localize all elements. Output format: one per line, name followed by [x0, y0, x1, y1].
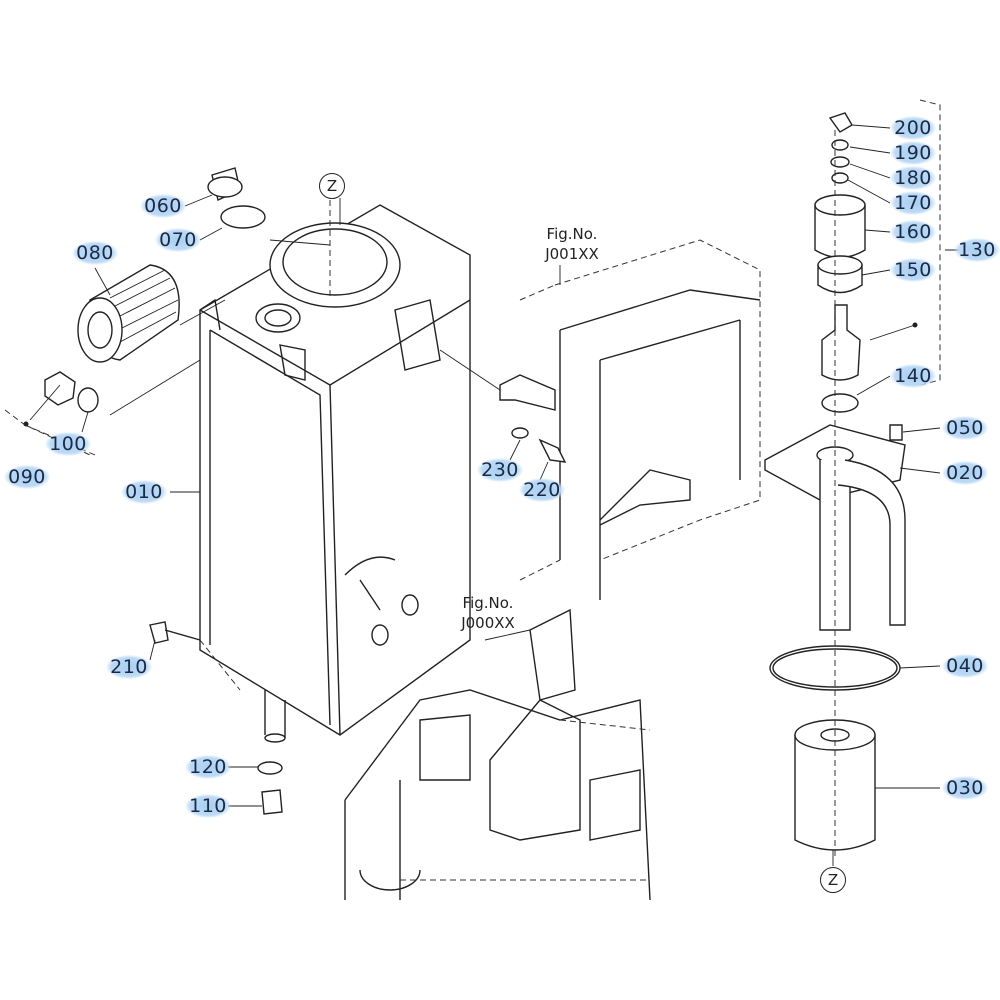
- callout-110[interactable]: 110: [185, 794, 231, 818]
- callout-030[interactable]: 030: [942, 776, 988, 800]
- callout-150[interactable]: 150: [890, 258, 936, 282]
- callout-160[interactable]: 160: [890, 220, 936, 244]
- fuel-tank: [199, 200, 471, 743]
- figure-ref-number: J001XX: [545, 245, 599, 263]
- callout-230[interactable]: 230: [477, 458, 523, 482]
- callout-060[interactable]: 060: [140, 194, 186, 218]
- callout-070[interactable]: 070: [155, 228, 201, 252]
- callout-080[interactable]: 080: [72, 241, 118, 265]
- callout-120[interactable]: 120: [185, 755, 231, 779]
- callout-010[interactable]: 010: [121, 480, 167, 504]
- callout-200[interactable]: 200: [890, 116, 936, 140]
- view-marker-z-top: Z: [319, 173, 345, 199]
- callout-100[interactable]: 100: [45, 432, 91, 456]
- figure-ref-label: Fig.No.: [462, 594, 514, 612]
- callout-130[interactable]: 130: [954, 238, 1000, 262]
- frame-j000xx: [344, 608, 651, 901]
- callout-040[interactable]: 040: [942, 654, 988, 678]
- view-marker-z-bottom: Z: [820, 867, 846, 893]
- callout-220[interactable]: 220: [519, 478, 565, 502]
- figure-ref-j000xx[interactable]: Fig.No. J000XX: [461, 593, 515, 633]
- callout-140[interactable]: 140: [890, 364, 936, 388]
- callout-170[interactable]: 170: [890, 191, 936, 215]
- figure-ref-j001xx[interactable]: Fig.No. J001XX: [545, 224, 599, 264]
- left-parts: [4, 167, 331, 815]
- callout-210[interactable]: 210: [106, 655, 152, 679]
- callout-190[interactable]: 190: [890, 141, 936, 165]
- bracket-parts: [439, 349, 567, 463]
- callout-050[interactable]: 050: [942, 416, 988, 440]
- callout-020[interactable]: 020: [942, 461, 988, 485]
- callout-180[interactable]: 180: [890, 166, 936, 190]
- frame-j001xx: [519, 239, 761, 600]
- right-assembly: [764, 99, 941, 860]
- figure-ref-label: Fig.No.: [546, 225, 598, 243]
- figure-ref-number: J000XX: [461, 614, 515, 632]
- callout-090[interactable]: 090: [4, 465, 50, 489]
